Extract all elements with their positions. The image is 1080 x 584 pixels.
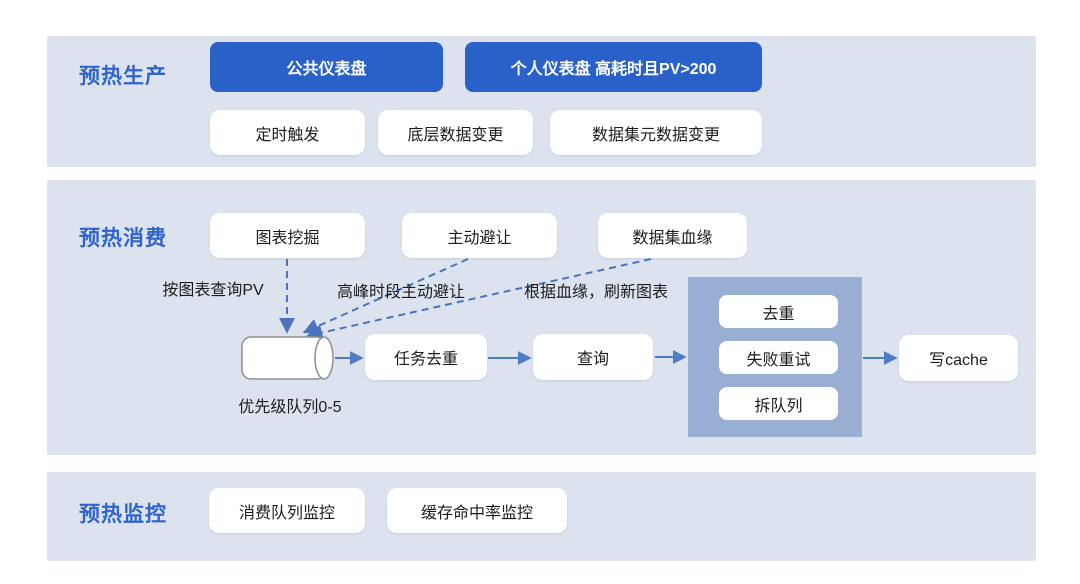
split-queue-box: 拆队列	[719, 387, 838, 420]
priority-queue-label: 优先级队列0-5	[238, 399, 342, 416]
timed-trigger-box: 定时触发	[210, 110, 365, 155]
query-pv-edge-label: 按图表查询PV	[162, 282, 264, 299]
chart-mining-box: 图表挖掘	[210, 213, 365, 258]
task-dedup-box: 任务去重	[365, 334, 487, 380]
dedup-box: 去重	[719, 295, 838, 328]
underlying-data-change-box: 底层数据变更	[378, 110, 533, 155]
production-section-title: 预热生产	[79, 65, 167, 88]
dataset-metadata-change-box: 数据集元数据变更	[550, 110, 762, 155]
retry-box: 失败重试	[719, 341, 838, 374]
public-dashboard-box: 公共仪表盘	[210, 42, 443, 92]
lineage-refresh-edge-label: 根据血缘，刷新图表	[523, 284, 668, 301]
active-avoidance-box: 主动避让	[402, 213, 557, 258]
dataset-lineage-box: 数据集血缘	[598, 213, 747, 258]
consumption-section-title: 预热消费	[79, 227, 167, 250]
monitoring-section-title: 预热监控	[79, 503, 167, 526]
query-box: 查询	[533, 334, 653, 380]
peak-avoidance-edge-label: 高峰时段主动避让	[336, 284, 465, 301]
personal-dashboard-box: 个人仪表盘 高耗时且PV>200	[465, 42, 762, 92]
write-cache-box: 写cache	[899, 335, 1018, 381]
consumption-queue-monitor-box: 消费队列监控	[209, 488, 365, 533]
cache-hit-rate-monitor-box: 缓存命中率监控	[387, 488, 567, 533]
